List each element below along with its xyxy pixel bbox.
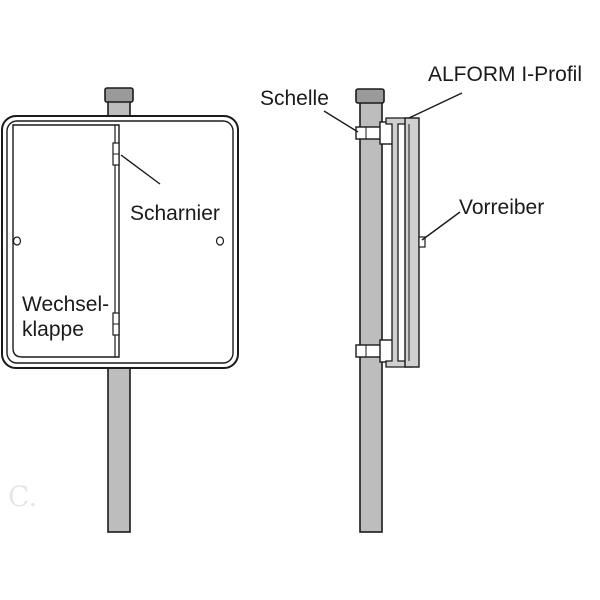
wechselklappe-label-line1: Wechsel-: [22, 293, 110, 316]
screw-hole-left: [12, 236, 22, 246]
sign-panel-inner: [6, 120, 234, 364]
scharnier-label: Scharnier: [130, 202, 220, 225]
front-view: [1, 87, 239, 533]
screw-hole-right: [215, 236, 225, 246]
side-pole-cap: [355, 88, 385, 104]
schelle-leader: [323, 110, 359, 133]
wechselklappe-label-line2: klappe: [22, 318, 84, 341]
vorreiber-leader: [421, 211, 461, 241]
latch: [418, 236, 426, 248]
side-pole: [359, 101, 383, 533]
sign-panel-outer: [1, 115, 239, 369]
front-pole: [107, 349, 131, 533]
alform-label: ALFORM I-Profil: [428, 63, 583, 86]
side-panel: [404, 117, 420, 368]
alform-leader: [408, 92, 463, 119]
schelle-label: Schelle: [260, 87, 329, 110]
flap-outline: [12, 124, 120, 358]
watermark: C.: [8, 480, 38, 513]
vorreiber-label: Vorreiber: [459, 196, 545, 219]
scharnier-leader: [120, 154, 161, 185]
side-view: [323, 88, 463, 533]
front-pole-cap: [104, 87, 134, 103]
